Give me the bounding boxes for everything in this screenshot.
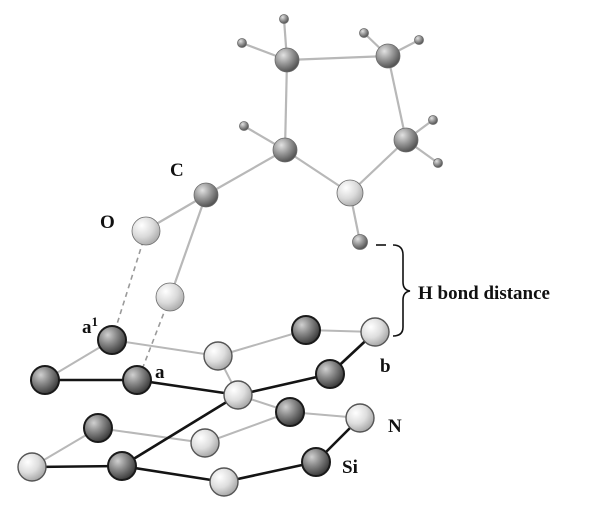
surface-bond (204, 411, 291, 444)
curly-brace (392, 244, 411, 337)
ring-nitrogen-atom (336, 179, 364, 207)
nitrogen-atom (209, 467, 239, 497)
hydrogen-atom (414, 35, 424, 45)
labels: C O a1 a b N Si H bond distance (82, 160, 550, 478)
surface-atoms (17, 315, 390, 497)
hydrogen-atom (433, 158, 443, 168)
nitrogen-atom (17, 452, 47, 482)
silicon-atom-a (122, 365, 152, 395)
ring-carbon-atom (393, 127, 419, 153)
silicon-atom (30, 365, 60, 395)
bond-c-ring (205, 149, 286, 196)
hbond-dashes (111, 231, 171, 381)
oxygen-atom (131, 216, 161, 246)
label-a1-base: a (82, 317, 92, 338)
label-oxygen: O (100, 212, 115, 233)
hydrogen-atom (237, 38, 247, 48)
hydrogen-atom (428, 115, 438, 125)
label-carbon: C (170, 160, 184, 181)
ring-carbon-atom (274, 47, 300, 73)
silicon-atom (275, 397, 305, 427)
hydrogen-atom (279, 14, 289, 24)
nitrogen-atom-b (360, 317, 390, 347)
bond-ring-1 (283, 59, 289, 151)
label-silicon: Si (342, 457, 358, 478)
label-a1: a1 (82, 314, 98, 338)
hydroxyl-oxygen-atom (155, 282, 185, 312)
surface-bond (111, 339, 219, 357)
label-b: b (380, 356, 391, 377)
bond-c-oh (168, 194, 208, 298)
silicon-atom (107, 451, 137, 481)
surface-bond-dark (237, 372, 331, 397)
bond-ring-2 (286, 54, 389, 62)
silicon-atom-a1 (97, 325, 127, 355)
hydrogen-atom (359, 28, 369, 38)
surface-bonds-dark (31, 331, 376, 484)
surface-bond-dark (121, 464, 225, 484)
label-nitrogen: N (388, 416, 402, 437)
amine-hydrogen-atom (352, 234, 368, 250)
hbond-o-a1 (111, 231, 147, 341)
label-a: a (155, 362, 165, 383)
label-h-bond-distance: H bond distance (418, 283, 550, 304)
nitrogen-atom (190, 428, 220, 458)
molecule-atoms (131, 14, 443, 312)
ring-carbon-atom (375, 43, 401, 69)
hydrogen-atom (239, 121, 249, 131)
nitrogen-atom (203, 341, 233, 371)
surface-bond-dark (223, 460, 317, 484)
surface-bond-dark (135, 378, 239, 397)
surface-bond-dark (121, 393, 239, 468)
ring-carbon-atom (272, 137, 298, 163)
surface-bond (97, 427, 206, 444)
nitrogen-atom-n (345, 403, 375, 433)
surface-bond (217, 329, 307, 357)
label-a1-superscript: 1 (92, 314, 99, 329)
hbond-oh-a (137, 296, 171, 381)
silicon-atom (83, 413, 113, 443)
silicon-atom (291, 315, 321, 345)
nitrogen-atom (223, 380, 253, 410)
bond-ring-3 (386, 55, 408, 141)
surface-bond-dark (31, 464, 123, 469)
silicon-atom (315, 359, 345, 389)
silicon-atom-si (301, 447, 331, 477)
h-bond-bracket (376, 244, 411, 337)
carbonyl-carbon-atom (193, 182, 219, 208)
